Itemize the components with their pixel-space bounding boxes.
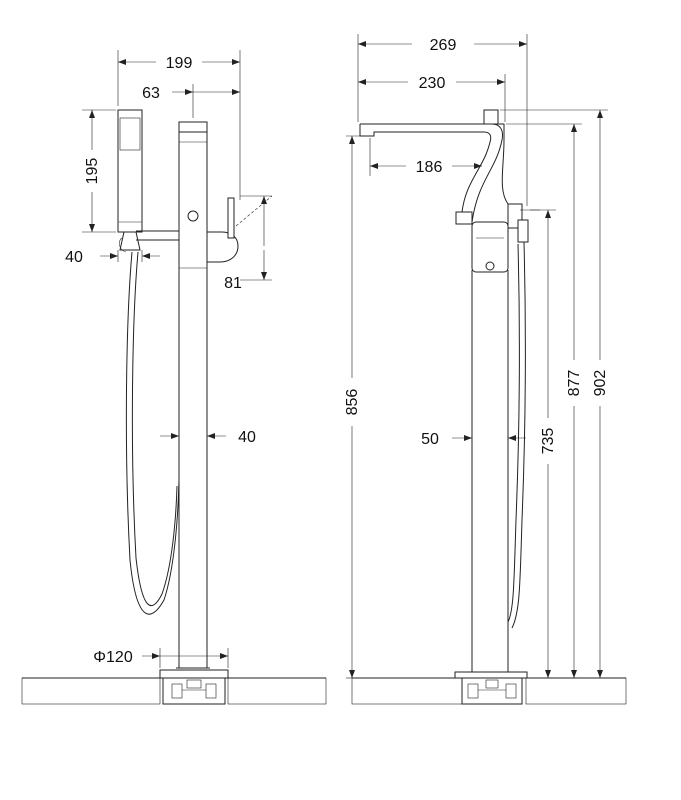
dim-text-right-width: 269: [430, 37, 457, 54]
dim-left-phi120: Φ120: [93, 648, 229, 668]
dim-text-right-pipe-diameter: 50: [421, 431, 439, 448]
dim-right-50: 50: [421, 431, 526, 448]
dim-left-195: 195: [82, 109, 116, 233]
dim-text-left-lever-height: 81: [224, 275, 242, 292]
dim-left-40-handshower: 40: [65, 249, 160, 266]
dim-text-right-top-height: 877: [566, 370, 583, 397]
right-hose: [507, 241, 526, 629]
dim-text-left-handle-offset: 63: [142, 85, 160, 102]
dim-text-right-overall-height: 902: [592, 370, 609, 397]
dim-left-81: 81: [224, 195, 272, 292]
dim-text-left-pipe-diameter: 40: [238, 429, 256, 446]
dim-right-186: 186: [369, 138, 482, 176]
right-base-fixing: [454, 671, 528, 705]
right-column-pipe: [468, 270, 512, 673]
dim-right-902: 902: [500, 109, 609, 678]
dim-right-269: 269: [357, 34, 528, 206]
left-hose: [125, 251, 180, 615]
right-spout: [359, 109, 509, 223]
right-view: 269 230 186 50 856: [344, 34, 627, 705]
dim-right-877: 877: [506, 123, 583, 678]
right-valve-body: [455, 203, 540, 273]
dim-text-right-spout-height: 856: [344, 389, 361, 416]
left-base-fixing: [159, 669, 229, 705]
dim-text-left-handshower-width: 40: [65, 249, 83, 266]
left-floor: [21, 677, 327, 705]
dim-text-right-spout-reach: 230: [419, 75, 446, 92]
dim-left-199: 199: [117, 50, 241, 200]
left-view: 199 63 195 40: [21, 50, 327, 705]
dim-text-left-handshower-height: 195: [84, 158, 101, 185]
dim-text-right-spout-inner: 186: [416, 159, 443, 176]
left-lever-handle: [207, 195, 273, 263]
dim-text-left-width: 199: [166, 55, 193, 72]
dim-left-63: 63: [142, 84, 240, 118]
left-column-pipe: [176, 121, 210, 669]
dim-right-230: 230: [358, 74, 506, 122]
dim-right-856: 856: [344, 135, 366, 679]
dim-right-735: 735: [530, 209, 557, 678]
left-handshower: [117, 109, 179, 253]
dim-text-left-base-diameter: Φ120: [93, 649, 133, 666]
dim-text-right-handle-height: 735: [540, 428, 557, 455]
dim-left-40-pipe: 40: [160, 429, 256, 446]
